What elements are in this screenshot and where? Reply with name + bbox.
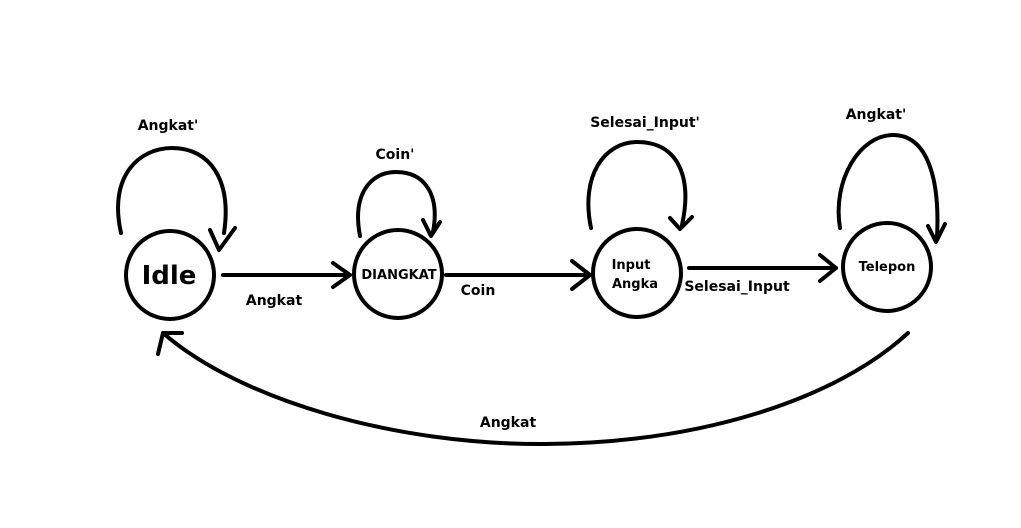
arrow-idle-to-diangkat [221,261,352,289]
arrow-input-to-telepon [687,253,838,283]
self-loop-idle [116,146,228,235]
arrow-telepon-to-idle-arrowhead [156,331,184,356]
label-self-loop-idle: Angkat' [138,118,199,134]
state-input-angka-circle [591,227,683,319]
self-loop-input [586,140,688,230]
label-self-loop-input: Selesai_Input' [590,115,700,131]
state-input-angka-label-line1: Input [612,258,651,273]
state-telepon-circle [841,221,933,313]
arrow-diangkat-to-input [444,259,592,291]
label-self-loop-diangkat: Coin' [376,147,415,163]
state-diangkat-circle [352,228,444,320]
self-loop-diangkat-arrowhead [421,218,442,238]
label-input-to-telepon: Selesai_Input [684,279,790,295]
state-input-angka-label-line2: Angka [612,277,658,292]
arrow-telepon-to-idle [161,331,910,447]
self-loop-idle-arrowhead [208,226,237,252]
label-self-loop-telepon: Angkat' [846,107,907,123]
state-diangkat-label: DIANGKAT [361,268,436,283]
self-loop-telepon [836,133,940,239]
self-loop-diangkat [356,170,437,238]
self-loop-telepon-arrowhead [926,222,947,244]
self-loop-input-arrowhead [668,215,694,231]
state-telepon-label: Telepon [859,260,916,275]
label-idle-to-diangkat: Angkat [246,293,303,309]
label-diangkat-to-input: Coin [461,283,496,299]
state-idle-circle [124,229,216,321]
state-idle-label: Idle [142,261,197,291]
label-telepon-to-idle: Angkat [480,415,537,431]
